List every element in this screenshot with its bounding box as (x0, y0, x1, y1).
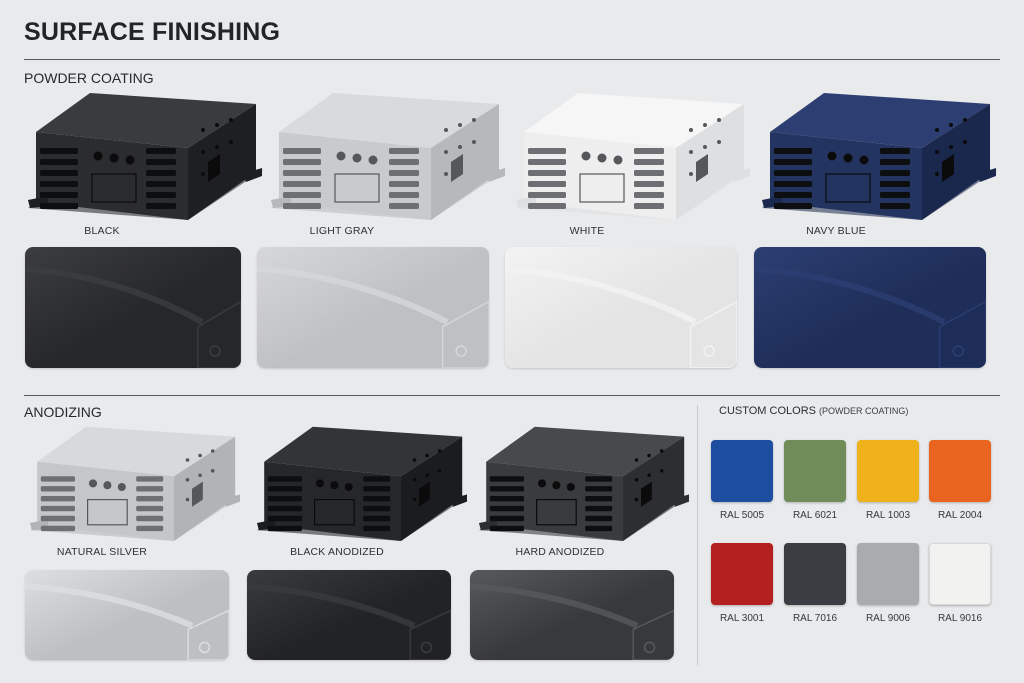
swatch-ral-2004 (929, 440, 991, 502)
finish-label-hard-anodized: HARD ANODIZED (515, 546, 605, 558)
enclosure-image-natural-silver (30, 424, 240, 549)
closeup-hard-anodized (470, 570, 674, 660)
enclosure-svg (479, 426, 689, 541)
closeup-white (505, 247, 737, 368)
closeup-natural-silver (25, 570, 229, 660)
enclosure-svg (257, 426, 467, 541)
enclosure-image-navy-blue (762, 90, 997, 230)
enclosure-svg (516, 93, 751, 220)
swatch-label-ral-7016: RAL 7016 (792, 613, 838, 624)
enclosure-image-white (516, 90, 751, 230)
enclosure-image-black-anodized (257, 424, 467, 549)
finish-label-black: BLACK (84, 225, 120, 237)
swatch-ral-5005 (711, 440, 773, 502)
finish-label-light-gray: LIGHT GRAY (309, 225, 375, 237)
page-title: SURFACE FINISHING (24, 18, 281, 46)
section-divider (24, 395, 1000, 396)
swatch-label-ral-6021: RAL 6021 (792, 510, 838, 521)
swatch-ral-9006 (857, 543, 919, 605)
custom-colors-title: CUSTOM COLORS (POWDER COATING) (719, 405, 908, 417)
swatch-ral-7016 (784, 543, 846, 605)
closeup-black-anodized (247, 570, 451, 660)
finish-label-black-anodized: BLACK ANODIZED (290, 546, 384, 558)
swatch-label-ral-2004: RAL 2004 (937, 510, 983, 521)
enclosure-svg (30, 426, 240, 541)
closeup-navy-blue (754, 247, 986, 368)
swatch-label-ral-9006: RAL 9006 (865, 613, 911, 624)
enclosure-image-black (28, 90, 263, 230)
custom-colors-subtitle: (POWDER COATING) (819, 406, 909, 416)
finish-label-natural-silver: NATURAL SILVER (56, 546, 148, 558)
anodizing-heading: ANODIZING (24, 404, 102, 420)
swatch-ral-6021 (784, 440, 846, 502)
swatch-ral-1003 (857, 440, 919, 502)
closeup-light-gray (257, 247, 489, 368)
swatch-label-ral-9016: RAL 9016 (937, 613, 983, 624)
swatch-ral-3001 (711, 543, 773, 605)
swatch-ral-9016 (929, 543, 991, 605)
enclosure-svg (28, 93, 263, 220)
swatch-label-ral-1003: RAL 1003 (865, 510, 911, 521)
enclosure-image-hard-anodized (479, 424, 689, 549)
enclosure-svg (762, 93, 997, 220)
swatch-label-ral-3001: RAL 3001 (719, 613, 765, 624)
closeup-black (25, 247, 241, 368)
swatch-label-ral-5005: RAL 5005 (719, 510, 765, 521)
custom-colors-title-text: CUSTOM COLORS (719, 405, 816, 417)
enclosure-image-light-gray (271, 90, 506, 230)
custom-colors-divider (697, 405, 698, 665)
finish-label-navy-blue: NAVY BLUE (806, 225, 866, 237)
title-divider (24, 59, 1000, 60)
powder-coating-heading: POWDER COATING (24, 70, 154, 86)
enclosure-svg (271, 93, 506, 220)
finish-label-white: WHITE (569, 225, 605, 237)
